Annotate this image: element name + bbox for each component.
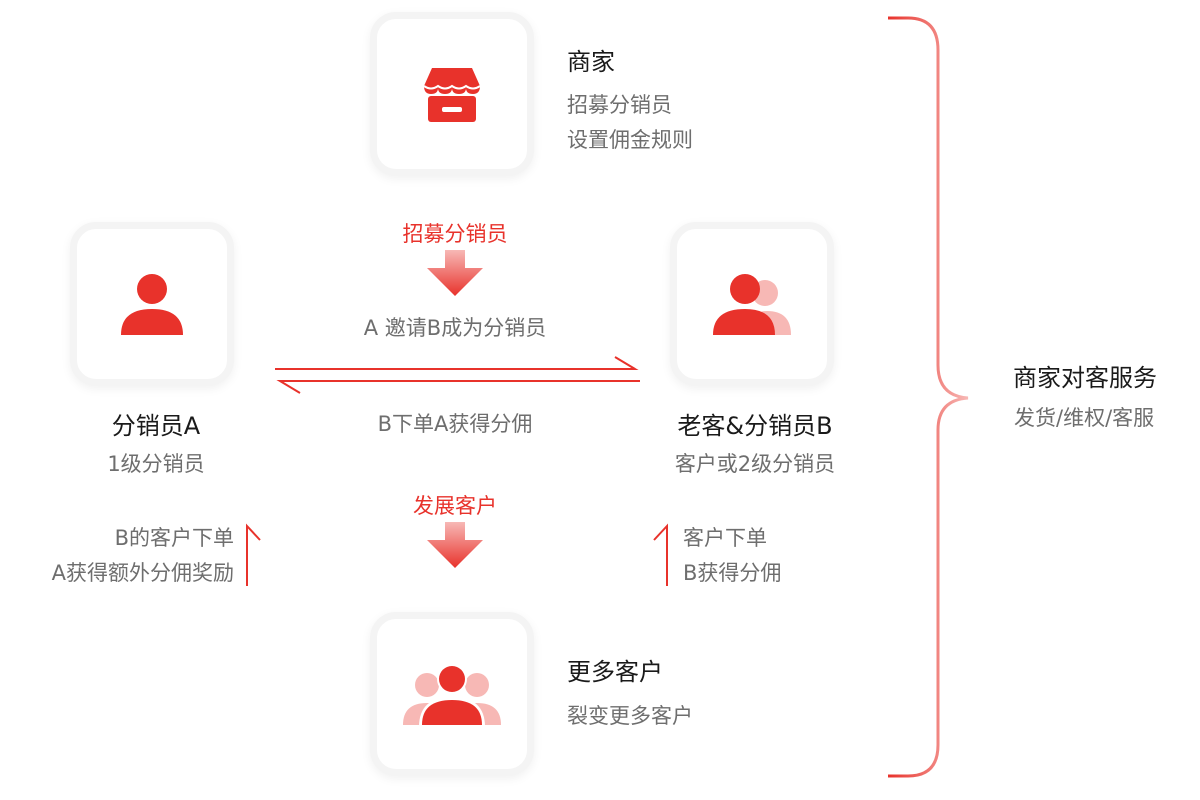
store-icon [423,68,481,122]
recruit-label: 招募分销员 [402,222,508,246]
merchant-title: 商家 [567,48,615,76]
user-icon [121,274,183,335]
left-note-line-1: B的客户下单 [114,526,234,550]
more-customers-card [370,612,534,776]
distributor-a-title: 分销员A [111,412,201,440]
right-note-line-2: B获得分佣 [683,561,782,585]
down-arrow-icon [427,250,483,296]
customer-b-card [670,222,834,386]
distributor-a-subtitle: 1级分销员 [107,452,205,476]
customer-b-subtitle: 客户或2级分销员 [674,452,836,476]
distributor-a-card [70,222,234,386]
develop-label: 发展客户 [413,494,497,518]
up-arrow-icon [246,523,261,586]
customer-b-title: 老客&分销员B [677,412,833,440]
service-subtitle: 发货/维权/客服 [1014,406,1155,430]
down-arrow-icon [427,522,483,568]
brace-icon [888,16,969,778]
invite-text: A 邀请B成为分销员 [363,316,547,340]
service-title: 商家对客服务 [1013,364,1157,392]
more-customers-subtitle: 裂变更多客户 [567,704,693,728]
group-icon [403,664,501,727]
right-note-line-1: 客户下单 [683,526,767,550]
more-customers-title: 更多客户 [567,658,663,686]
merchant-line-2: 设置佣金规则 [567,128,693,152]
users-icon [713,274,791,335]
left-note-line-2: A获得额外分佣奖励 [51,561,234,585]
order-commission-text: B下单A获得分佣 [377,412,533,436]
up-arrow-icon [653,523,668,586]
merchant-line-1: 招募分销员 [567,93,672,117]
merchant-card [370,12,534,176]
exchange-arrows-icon [275,356,640,394]
